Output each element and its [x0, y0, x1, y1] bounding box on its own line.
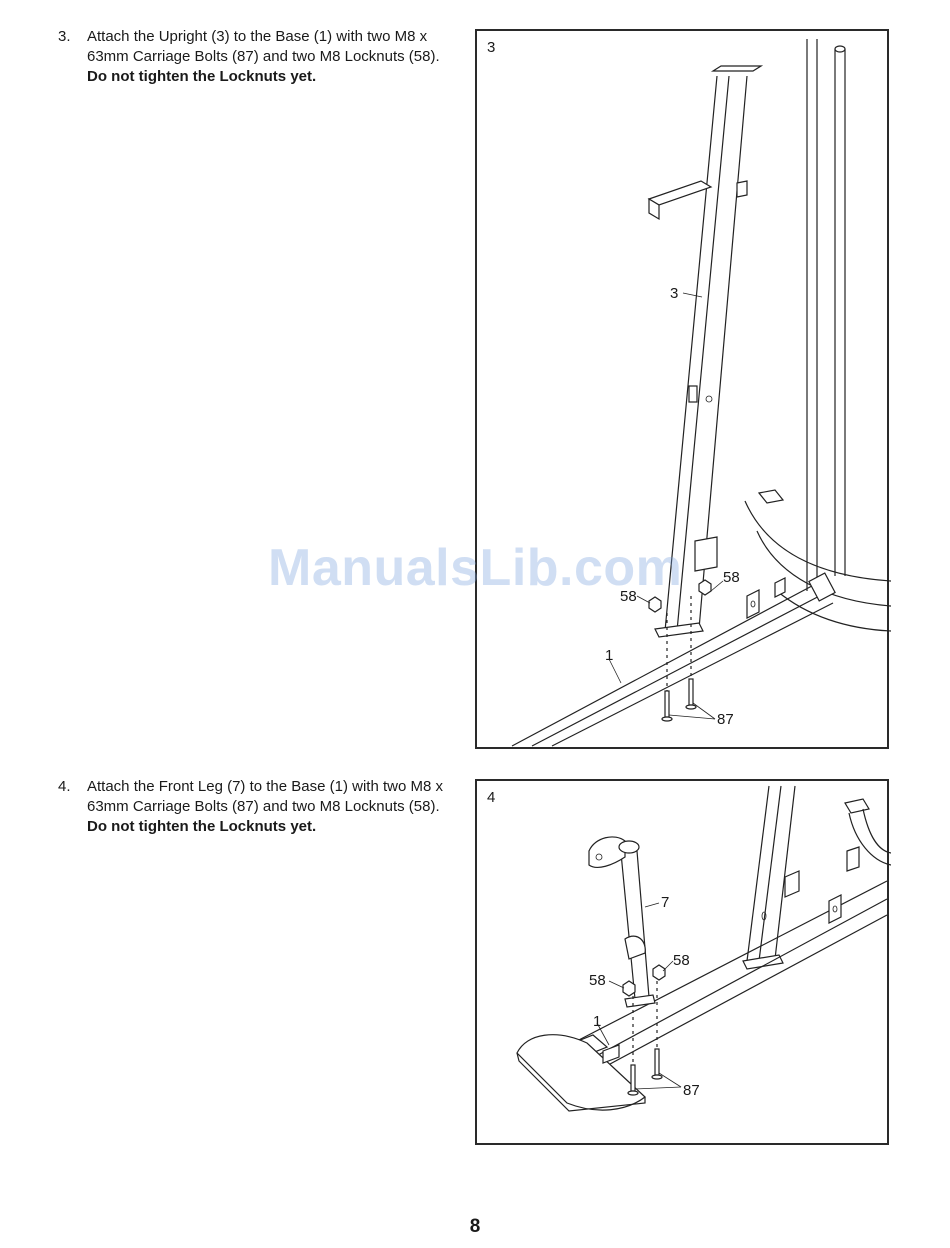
callout-locknut-right: 58: [723, 569, 740, 586]
step-body-text: Attach the Front Leg (7) to the Base (1)…: [87, 778, 443, 815]
step-number: 4.: [58, 778, 71, 795]
page-number: 8: [469, 1216, 481, 1237]
callout-upright: 3: [670, 285, 678, 302]
figure-label: 3: [487, 39, 496, 56]
figure-step-3: 3 58 58 1 87 3: [475, 29, 891, 749]
diagram-upright-assembly: 3 58 58 1 87: [511, 39, 891, 747]
callout-base: 1: [593, 1013, 601, 1030]
callout-locknut-right: 58: [673, 952, 690, 969]
callout-base: 1: [605, 647, 613, 664]
callout-locknut-left: 58: [589, 972, 606, 989]
callout-front-leg: 7: [661, 894, 669, 911]
callout-locknut-left: 58: [620, 588, 637, 605]
figure-label: 4: [487, 789, 496, 806]
callout-bolts: 87: [717, 711, 734, 728]
step-text: Attach the Upright (3) to the Base (1) w…: [87, 27, 449, 87]
diagram-front-leg-assembly: 7 58 58 1 87: [516, 785, 891, 1112]
figure-step-4: 7 58 58 1 87 4: [475, 779, 891, 1145]
step-body-text: Attach the Upright (3) to the Base (1) w…: [87, 28, 440, 65]
step-warning-text: Do not tighten the Locknuts yet.: [87, 68, 317, 85]
step-warning-text: Do not tighten the Locknuts yet.: [87, 818, 317, 835]
step-text: Attach the Front Leg (7) to the Base (1)…: [87, 777, 449, 837]
callout-bolts: 87: [683, 1082, 700, 1099]
step-number: 3.: [58, 28, 71, 45]
